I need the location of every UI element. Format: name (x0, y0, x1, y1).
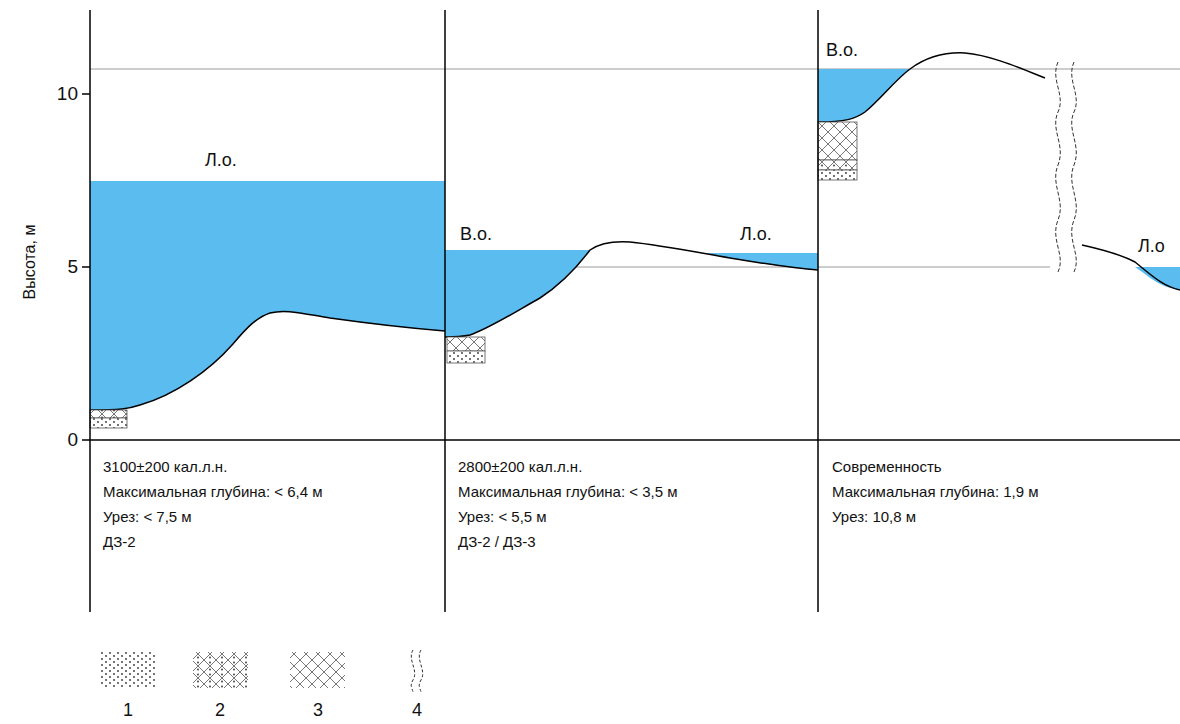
lake-label: В.о. (460, 224, 492, 246)
panel-caption: Современность (832, 458, 942, 476)
panel-caption: ДЗ-2 / ДЗ-3 (458, 533, 536, 551)
axis-title: Высота, м (20, 225, 39, 300)
lake-water (818, 69, 910, 122)
axis-tick: 10 (57, 83, 78, 106)
core-layer (818, 160, 857, 170)
axis-tick: 0 (67, 429, 78, 452)
lake-bed (90, 311, 445, 410)
core-layer (90, 418, 127, 428)
panel-caption: Урез: 10,8 м (832, 508, 916, 526)
legend-number: 4 (412, 700, 422, 722)
lake-label: В.о. (826, 40, 858, 62)
lake-water (1135, 267, 1180, 290)
panel-caption: ДЗ-2 (103, 533, 136, 551)
legend-sample-break (411, 650, 423, 692)
lake-water (705, 253, 818, 270)
lake-label: Л.о. (205, 150, 237, 172)
lake-water (90, 181, 445, 410)
legend-sample-peat (290, 652, 345, 688)
lake-bed (1082, 245, 1180, 290)
panel-caption: Максимальная глубина: < 6,4 м (103, 483, 323, 501)
core-layer (818, 170, 857, 180)
break-symbol (1056, 62, 1077, 272)
legend-number: 3 (313, 700, 323, 722)
axis-tick: 5 (67, 256, 78, 279)
core-layer (818, 122, 857, 160)
legend-sample-sandy-peat (193, 652, 248, 688)
lake-bed (445, 242, 818, 337)
lake-label: Л.о. (740, 224, 772, 246)
lake-water (445, 250, 590, 337)
core-layer (447, 351, 485, 363)
lake-bed (818, 53, 1045, 122)
core-layer (447, 337, 485, 351)
panel-caption: Максимальная глубина: 1,9 м (832, 483, 1039, 501)
lake-label: Л.о (1138, 236, 1165, 258)
panel-caption: Урез: < 5,5 м (458, 508, 547, 526)
axes (82, 10, 1180, 612)
panel-caption: 2800±200 кал.л.н. (458, 458, 582, 476)
panel-caption: 3100±200 кал.л.н. (103, 458, 227, 476)
legend-sample-sand (100, 652, 155, 688)
panel-caption: Максимальная глубина: < 3,5 м (458, 483, 678, 501)
legend-number: 1 (123, 700, 133, 722)
panel-caption: Урез: < 7,5 м (103, 508, 192, 526)
core-layer (90, 410, 127, 418)
legend-number: 2 (215, 700, 225, 722)
